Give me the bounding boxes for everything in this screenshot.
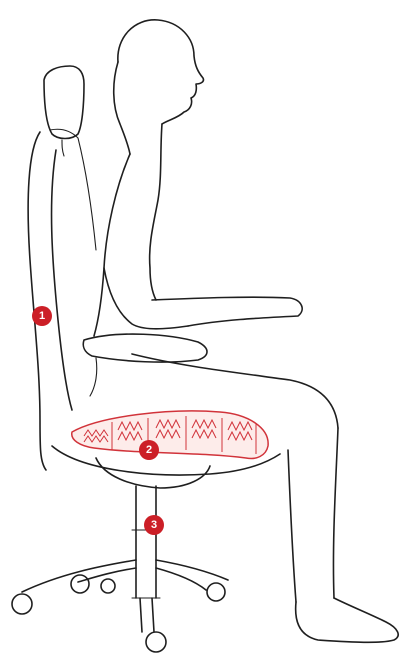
chair-backrest-inner xyxy=(52,150,72,410)
person-shin xyxy=(333,428,338,598)
person-head xyxy=(118,20,204,124)
chair-backrest-edge xyxy=(50,129,96,250)
person-calf xyxy=(288,450,296,602)
chair-base-legs xyxy=(22,560,228,632)
chair-casters xyxy=(12,575,225,652)
chair-armrest-support xyxy=(90,358,97,396)
callout-marker-2: 2 xyxy=(139,440,159,460)
chair-gas-cylinder xyxy=(136,486,156,598)
callout-marker-3: 3 xyxy=(144,515,164,535)
person-back-torso xyxy=(94,154,130,336)
person-forearm xyxy=(152,297,302,326)
person-neck xyxy=(114,62,130,154)
chair-headrest-stem xyxy=(62,140,64,156)
chair-outline xyxy=(12,66,280,652)
seated-person-outline xyxy=(94,20,398,642)
callout-marker-1: 1 xyxy=(32,306,52,326)
chair-headrest xyxy=(44,66,84,139)
chair-backrest-frame xyxy=(28,132,46,470)
person-front-torso xyxy=(150,124,162,300)
chair-seat-mechanism xyxy=(96,458,210,488)
person-foot xyxy=(296,598,399,642)
seat-cushion-highlight xyxy=(72,411,268,459)
